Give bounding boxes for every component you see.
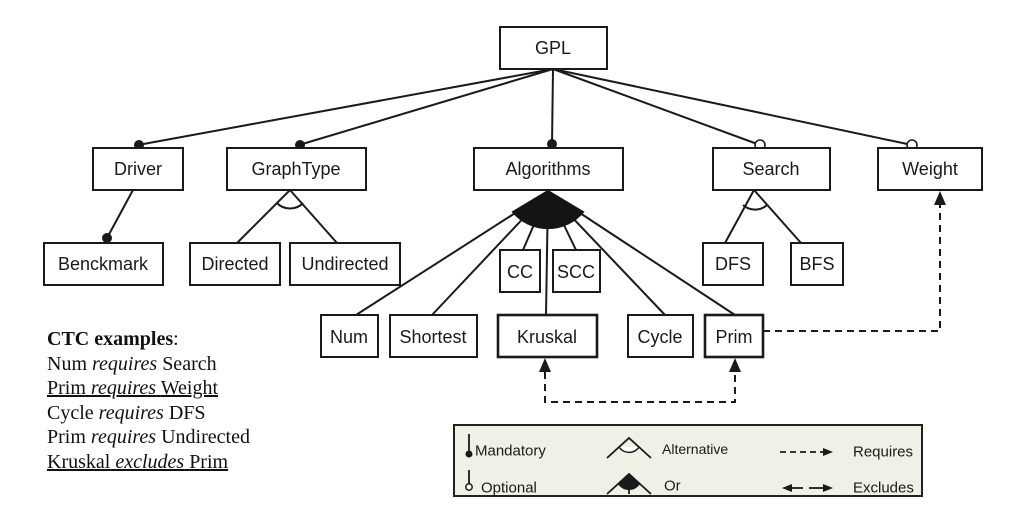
feature-shortest: Shortest — [389, 314, 478, 358]
feature-label: DFS — [715, 254, 751, 274]
legend-graphics: Mandatory Optional Alternative Or Requir… — [465, 434, 914, 497]
feature-graphtype: GraphType — [226, 147, 367, 191]
mandatory-marker-benckmark — [102, 233, 112, 243]
requires-prim-weight — [763, 205, 941, 332]
feature-scc: SCC — [552, 249, 601, 293]
ctc-examples: CTC examples: Num requires Search Prim r… — [47, 327, 250, 474]
excludes-arrowhead-kruskal — [539, 358, 551, 372]
ctc-b: Search — [162, 352, 217, 375]
ctc-b: Weight — [160, 377, 218, 399]
ctc-b: DFS — [168, 401, 206, 424]
ctc-line: Cycle requires DFS — [47, 401, 250, 426]
ctc-b: Prim — [189, 450, 229, 473]
feature-label: SCC — [557, 262, 595, 282]
feature-label: Driver — [114, 159, 162, 179]
excludes-left-arrow-icon — [782, 484, 792, 492]
feature-label: Shortest — [399, 327, 466, 347]
feature-label: BFS — [799, 254, 834, 274]
ctc-a: Cycle — [47, 401, 94, 424]
ctc-op: requires — [98, 401, 164, 424]
feature-label: Directed — [201, 254, 268, 274]
excludes-arrowhead-prim — [729, 358, 741, 372]
ctc-a: Prim — [47, 377, 86, 399]
feature-cc: CC — [499, 249, 541, 293]
requires-arrow-icon — [823, 448, 833, 456]
legend-excludes-label: Excludes — [853, 480, 914, 497]
alternative-legend-icon — [606, 436, 652, 459]
feature-label: Algorithms — [505, 159, 590, 179]
feature-label: Search — [742, 159, 799, 179]
edge-gpl-algorithms — [551, 68, 554, 146]
feature-label: Kruskal — [517, 327, 577, 347]
ctc-title: CTC examples: — [47, 327, 250, 352]
ctc-op: requires — [90, 377, 157, 399]
ctc-op: requires — [92, 352, 158, 375]
legend-mandatory-label: Mandatory — [475, 443, 546, 460]
feature-undirected: Undirected — [289, 242, 401, 286]
alternative-arc-icon — [618, 446, 640, 454]
ctc-line: Prim requires Undirected — [47, 425, 250, 450]
feature-label: GraphType — [251, 159, 340, 179]
edge-graphtype-directed — [236, 189, 291, 244]
excludes-kruskal-prim — [544, 372, 736, 403]
requires-arrowhead-weight — [934, 191, 946, 205]
feature-kruskal: Kruskal — [496, 313, 599, 359]
feature-label: GPL — [535, 38, 571, 58]
ctc-op: excludes — [115, 450, 185, 473]
feature-driver: Driver — [92, 147, 184, 191]
edge-search-dfs — [724, 189, 755, 244]
ctc-title-colon: : — [173, 328, 179, 350]
edge-gpl-driver — [137, 68, 554, 146]
feature-directed: Directed — [189, 242, 281, 286]
ctc-a: Kruskal — [47, 450, 111, 473]
alternative-arc-search — [742, 204, 768, 211]
feature-label: Cycle — [637, 327, 682, 347]
feature-cycle: Cycle — [627, 314, 694, 358]
optional-circle-icon — [465, 483, 473, 491]
edge-driver-benckmark — [106, 189, 134, 239]
feature-benckmark: Benckmark — [43, 242, 164, 286]
feature-num: Num — [320, 314, 379, 358]
feature-search: Search — [712, 147, 831, 191]
mandatory-dot-icon — [465, 450, 473, 458]
feature-label: CC — [507, 262, 533, 282]
ctc-title-text: CTC examples — [47, 328, 174, 350]
excludes-right-arrow-icon — [823, 484, 833, 492]
alternative-arc-graphtype — [276, 202, 304, 210]
feature-label: Undirected — [301, 254, 388, 274]
ctc-b: Undirected — [161, 426, 250, 448]
legend-alternative-label: Alternative — [662, 441, 728, 457]
edge-graphtype-undirected — [289, 189, 338, 244]
ctc-line: Kruskal excludes Prim — [47, 450, 250, 475]
ctc-a: Prim — [47, 426, 86, 448]
mandatory-marker-algorithms — [547, 139, 557, 149]
edge-gpl-graphtype — [298, 68, 554, 146]
edge-gpl-weight — [552, 68, 913, 146]
feature-algorithms: Algorithms — [473, 147, 624, 191]
or-fill-icon — [618, 474, 640, 491]
ctc-a: Num — [47, 352, 87, 375]
legend-optional-label: Optional — [481, 480, 537, 497]
feature-label: Benckmark — [58, 254, 149, 274]
ctc-line: Prim requires Weight — [47, 376, 250, 401]
edge-search-bfs — [753, 189, 802, 244]
feature-label: Prim — [716, 327, 753, 347]
feature-dfs: DFS — [702, 242, 764, 286]
ctc-op: requires — [90, 426, 157, 448]
legend-or-label: Or — [664, 478, 681, 495]
ctc-line: Num requires Search — [47, 352, 250, 377]
feature-label: Weight — [902, 159, 958, 179]
feature-label: Num — [330, 327, 368, 347]
or-group-algorithms — [355, 189, 736, 316]
feature-gpl: GPL — [499, 26, 608, 70]
feature-weight: Weight — [877, 147, 983, 191]
root-edges — [137, 68, 913, 146]
feature-bfs: BFS — [790, 242, 844, 286]
feature-prim: Prim — [703, 313, 765, 359]
legend: Mandatory Optional Alternative Or Requir… — [453, 424, 923, 497]
edge-gpl-search — [552, 68, 761, 146]
or-fill-algorithms — [511, 189, 585, 230]
legend-requires-label: Requires — [853, 444, 913, 461]
